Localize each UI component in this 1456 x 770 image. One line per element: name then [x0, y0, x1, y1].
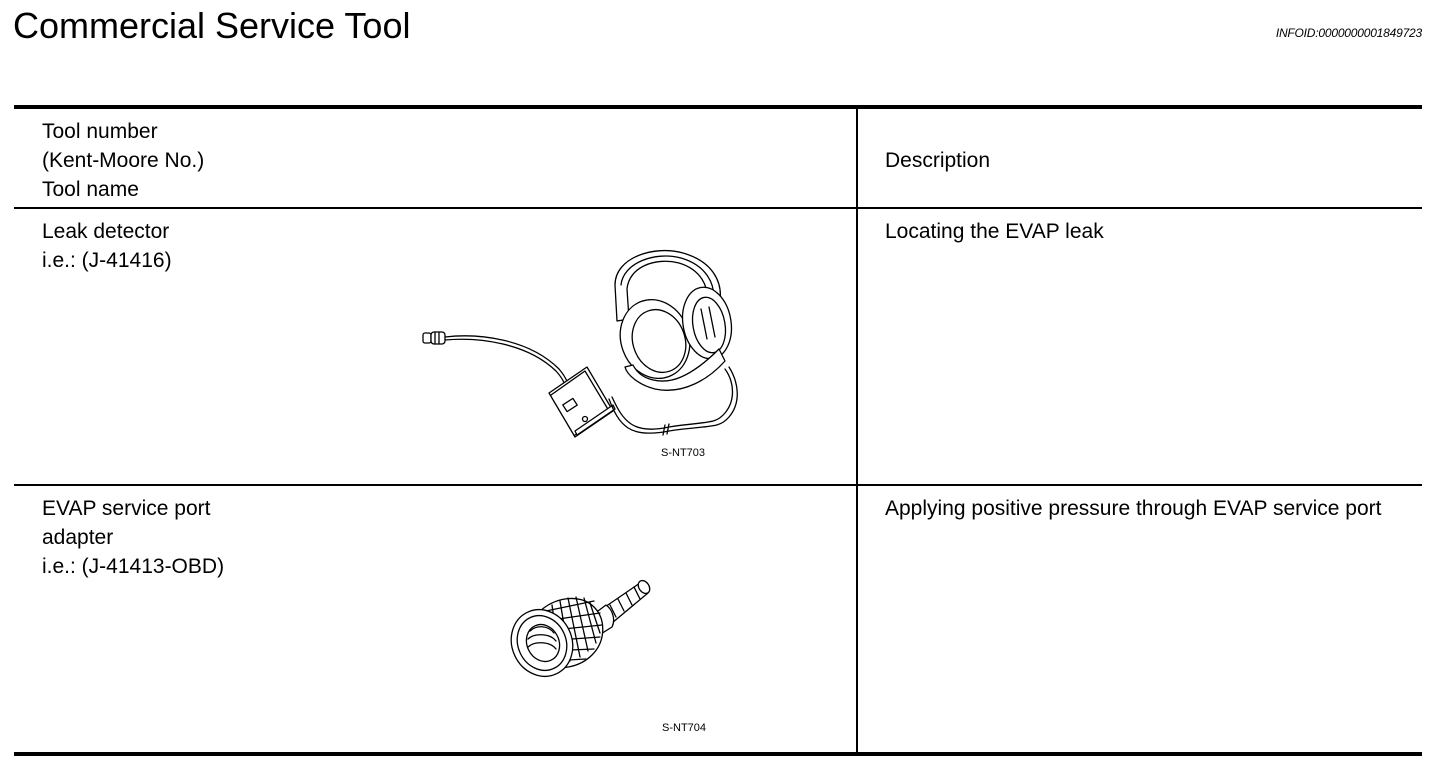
evap-service-port-adapter-illustration: [510, 579, 651, 677]
table-row: EVAP service port adapter i.e.: (J-41413…: [14, 485, 1422, 756]
header-tool-name-label: Tool name: [42, 178, 139, 201]
header-tool-number-label: Tool number: [42, 120, 158, 143]
tool-cell-evap-service-port-adapter: EVAP service port adapter i.e.: (J-41413…: [14, 485, 858, 756]
figure-code: S-NT703: [661, 447, 706, 459]
tool-name: EVAP service port: [42, 497, 211, 520]
header-tool-cell: Tool number (Kent-Moore No.) Tool name: [14, 105, 858, 209]
tool-description: Locating the EVAP leak: [885, 220, 1104, 243]
info-id: INFOID:0000000001849723: [1275, 26, 1422, 40]
header-kent-moore-label: (Kent-Moore No.): [42, 149, 205, 172]
description-cell: Applying positive pressure through EVAP …: [857, 485, 1422, 756]
page-title: Commercial Service Tool: [13, 5, 411, 46]
tool-cell-leak-detector: Leak detector i.e.: (J-41416): [14, 208, 858, 486]
leak-detector-headphones-illustration: [422, 249, 738, 438]
commercial-service-tool-table: Tool number (Kent-Moore No.) Tool name D…: [14, 105, 1422, 756]
figure-code: S-NT704: [662, 722, 707, 734]
tool-number: i.e.: (J-41413-OBD): [42, 555, 225, 578]
tool-name-continued: adapter: [42, 526, 114, 549]
table-row: Leak detector i.e.: (J-41416): [14, 208, 1422, 486]
table-header-row: Tool number (Kent-Moore No.) Tool name D…: [14, 105, 1422, 209]
header-description-label: Description: [885, 149, 991, 172]
description-cell: Locating the EVAP leak: [857, 208, 1422, 486]
header-description-cell: Description: [857, 105, 1422, 209]
tool-description: Applying positive pressure through EVAP …: [885, 497, 1382, 520]
tool-name: Leak detector: [42, 220, 170, 243]
tool-number: i.e.: (J-41416): [42, 249, 172, 272]
